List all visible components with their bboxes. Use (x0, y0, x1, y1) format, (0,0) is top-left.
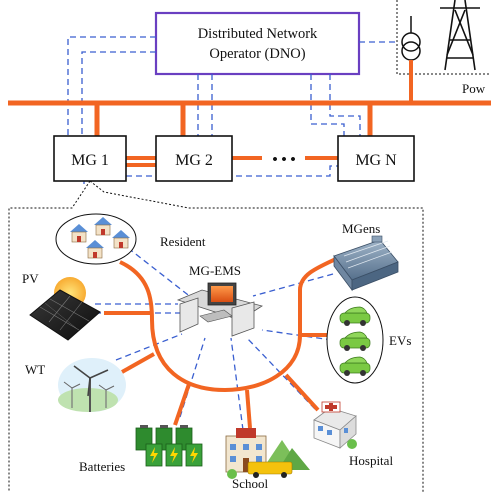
school-node: School (225, 428, 310, 491)
dno-box: Distributed Network Operator (DNO) (154, 11, 361, 76)
generator-engine-icon (333, 235, 399, 292)
pv-label: PV (22, 271, 39, 286)
batteries-label: Batteries (79, 459, 125, 474)
electric-car-icon (339, 306, 371, 376)
hospital-label: Hospital (349, 453, 393, 468)
dno-title-line2: Operator (DNO) (209, 46, 305, 62)
dno-frame (154, 11, 361, 76)
batteries-node: Batteries (79, 425, 203, 474)
school-label: School (232, 476, 269, 491)
microgrid-ellipsis: • • • (272, 152, 295, 168)
mg1-frame (53, 135, 127, 182)
mg2-label: MG 2 (175, 152, 213, 169)
mg1-label: MG 1 (71, 152, 109, 169)
wt-node: WT (25, 358, 126, 412)
computer-workstation-icon (176, 282, 263, 337)
mgn-label: MG N (355, 152, 397, 169)
power-lines-detail (104, 256, 339, 429)
resident-label: Resident (160, 234, 206, 249)
mgens-node: MGens (333, 221, 399, 292)
pv-node: PV (22, 271, 101, 341)
microgrid-mgn: MG N (337, 135, 415, 182)
mgn-frame (337, 135, 415, 182)
battery-icon (135, 425, 203, 467)
hospital-building-icon (313, 401, 357, 449)
mg2-frame (155, 135, 233, 182)
hospital-node: Hospital (313, 401, 393, 468)
houses-icon (70, 217, 130, 259)
dno-title-line1: Distributed Network (198, 26, 318, 42)
resident-node: Resident (55, 213, 206, 265)
solar-panel-icon (29, 277, 101, 341)
ems-label: MG-EMS (189, 263, 241, 278)
detail-panel (8, 180, 424, 492)
power-plant-label: Pow (462, 81, 486, 96)
microgrid-mg1: MG 1 (53, 135, 127, 182)
power-bus-top (8, 60, 491, 167)
evs-label: EVs (389, 333, 411, 348)
resident-cloud (55, 213, 137, 265)
wind-turbine-icon (58, 358, 126, 412)
microgrid-mg2: MG 2 (155, 135, 233, 182)
mgens-label: MGens (342, 221, 380, 236)
ems-node: MG-EMS (176, 263, 263, 337)
wt-label: WT (25, 362, 45, 377)
school-building-icon (225, 428, 310, 479)
transmission-tower-icon (440, 0, 480, 71)
evs-node: EVs (326, 296, 411, 384)
